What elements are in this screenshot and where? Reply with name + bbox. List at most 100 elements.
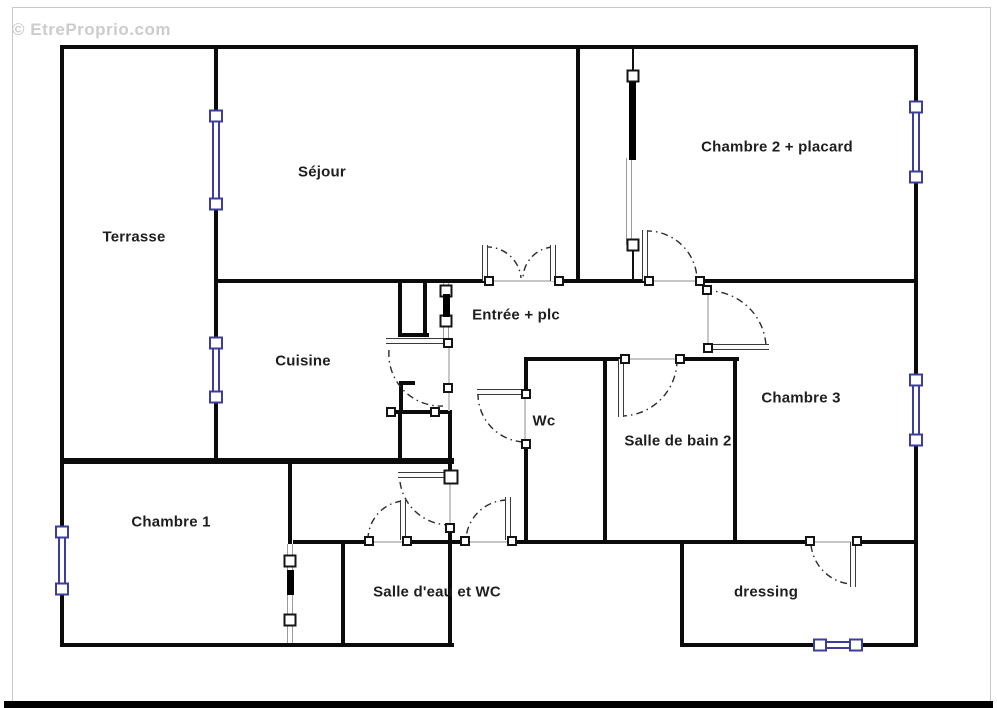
window-icon [912,385,920,435]
door-frame-square [445,523,455,533]
wall [423,281,427,337]
partition-end-square [626,238,640,252]
room-label-wc: Wc [532,412,556,430]
partition-end-square [283,613,297,627]
wall [398,281,402,337]
door-frame-square [644,276,654,286]
door-frame-square [443,338,453,348]
door-frame-square [364,536,374,546]
door-frame-square [521,439,531,449]
door-frame-square [703,343,713,353]
door-frame-square [695,276,705,286]
door-opening [465,541,512,543]
window-end-square [209,336,223,350]
sliding-panel [443,294,450,317]
door-opening [625,358,680,360]
door-leaf [711,344,769,350]
door-frame-square [430,407,440,417]
door-frame-square [507,536,517,546]
window-end-square [55,582,69,596]
wall [524,357,528,396]
door-opening [524,396,526,443]
wall [293,540,369,544]
wall [448,528,452,647]
wall [733,357,737,542]
door-leaf [505,497,511,540]
door-opening [649,280,700,282]
window-end-square [209,197,223,211]
wall [214,45,218,463]
window-icon [212,348,220,392]
wall [700,279,916,283]
wall [526,357,625,361]
wall [524,443,528,542]
wall [341,540,345,647]
door-hinge-square [443,469,459,485]
wall [388,410,450,414]
wall [398,410,402,462]
door-frame-square [484,276,494,286]
wall [60,643,454,647]
door-opening [369,541,407,543]
door-frame-square [852,536,862,546]
window-end-square [55,525,69,539]
door-frame-square [675,354,685,364]
door-leaf [400,500,406,540]
window-end-square [813,638,827,652]
sliding-panel [287,570,294,595]
wall [512,540,810,544]
window-end-square [909,373,923,387]
door-leaf [618,359,624,417]
door-frame-square [702,285,712,295]
wall [216,279,489,283]
window-end-square [849,638,863,652]
partition-line [632,49,634,76]
partition-line [632,245,634,281]
door-frame-square [620,354,630,364]
partition-end-square [283,554,297,568]
room-label-chambre3: Chambre 3 [761,389,841,407]
wall [399,381,403,413]
room-label-salle-eau: Salle d'eau et WC [373,583,501,601]
wall [60,458,454,464]
wall [559,279,649,283]
window-icon [212,121,220,199]
sliding-panel [629,82,636,160]
wall [680,540,684,647]
door-leaf [477,389,526,395]
door-leaf [386,338,446,344]
room-label-chambre2: Chambre 2 + placard [701,138,853,156]
wall [603,357,607,542]
footer-bar [4,701,993,708]
door-leaf [642,230,648,281]
window-icon [826,641,850,649]
room-label-chambre1: Chambre 1 [131,513,211,531]
door-opening [707,290,709,348]
image-border [12,7,991,703]
watermark: © EtreProprio.com [12,20,171,39]
door-frame-square [443,383,453,393]
wall [857,540,918,544]
door-frame-square [521,389,531,399]
partition-end-square [626,69,640,83]
window-end-square [909,433,923,447]
wall [680,357,739,361]
window-end-square [909,100,923,114]
room-label-sdb2: Salle de bain 2 [624,432,732,450]
window-end-square [209,390,223,404]
wall [399,381,415,385]
room-label-sejour: Séjour [298,163,346,181]
room-label-entree: Entrée + plc [472,306,560,324]
door-frame-square [402,536,412,546]
door-frame-square [460,536,470,546]
wall [400,333,429,337]
door-frame-square [805,536,815,546]
door-opening [449,479,451,528]
door-frame-square [554,276,564,286]
wall [60,45,64,647]
wall [576,45,580,283]
door-leaf [850,542,856,587]
door-leaf [398,472,448,478]
window-icon [912,112,920,172]
